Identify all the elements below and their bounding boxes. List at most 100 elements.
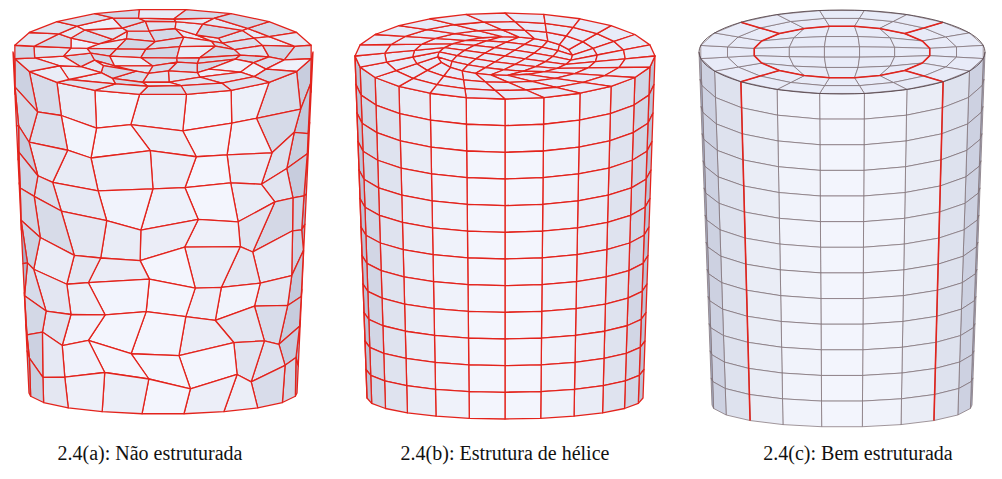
side-face <box>23 263 28 296</box>
side-face <box>821 247 864 273</box>
side-face <box>747 316 781 347</box>
side-face <box>863 321 903 349</box>
side-face <box>505 178 543 206</box>
side-face <box>821 324 863 350</box>
cap-face <box>573 19 611 34</box>
side-face <box>355 56 356 85</box>
cap-face <box>355 44 391 56</box>
cap-face <box>789 37 826 48</box>
side-face <box>575 358 604 389</box>
side-face <box>780 270 821 299</box>
side-face <box>431 120 467 151</box>
side-face <box>434 282 469 312</box>
side-face <box>934 389 959 421</box>
side-face <box>505 231 543 259</box>
side-face <box>294 84 310 134</box>
side-face <box>467 178 505 206</box>
separatrix-line <box>905 22 943 33</box>
side-face <box>371 375 386 408</box>
side-face <box>255 276 292 307</box>
separatrix-line <box>754 26 930 78</box>
side-face <box>713 382 727 415</box>
side-face <box>625 375 640 408</box>
side-face <box>544 93 580 124</box>
cap-face <box>57 80 116 91</box>
side-face <box>541 335 575 364</box>
cap-face <box>141 47 180 58</box>
cap-face <box>145 21 176 31</box>
side-face <box>65 372 105 411</box>
side-face <box>779 218 820 247</box>
side-face <box>43 377 68 408</box>
separatrix-line <box>741 82 750 421</box>
side-face <box>778 167 820 196</box>
side-face <box>862 399 901 427</box>
side-face <box>431 147 467 178</box>
side-face <box>27 351 31 396</box>
side-face <box>142 379 190 414</box>
side-face <box>467 151 505 179</box>
cap-face <box>860 47 895 57</box>
side-face <box>864 141 906 170</box>
side-face <box>783 399 822 427</box>
side-face <box>542 228 577 258</box>
side-face <box>576 304 606 335</box>
cap-face <box>824 47 859 57</box>
side-face <box>864 115 906 145</box>
side-face <box>863 347 903 375</box>
side-face <box>820 222 863 248</box>
side-face <box>822 401 863 427</box>
side-face <box>505 392 541 419</box>
side-face <box>432 174 468 204</box>
side-face <box>505 204 543 232</box>
side-face <box>466 98 505 126</box>
side-face <box>505 98 544 126</box>
side-face <box>864 89 907 119</box>
side-face <box>820 170 864 196</box>
side-face <box>543 147 579 178</box>
side-face <box>543 201 578 231</box>
cap-face <box>825 78 860 86</box>
cap-face <box>826 26 858 36</box>
side-face <box>748 342 782 373</box>
side-face <box>778 141 820 170</box>
side-face <box>430 93 466 124</box>
side-face <box>958 382 972 415</box>
side-face <box>709 324 712 355</box>
side-face <box>227 153 272 184</box>
cap-face <box>15 32 59 46</box>
side-face <box>821 350 863 376</box>
side-face <box>356 85 357 114</box>
side-face <box>781 296 821 325</box>
side-face <box>542 282 577 312</box>
side-face <box>505 151 543 179</box>
side-face <box>467 204 505 232</box>
side-face <box>62 340 105 377</box>
separatrix-line <box>934 82 943 421</box>
cap-face <box>284 45 311 60</box>
figure-caption: 2.4(b): Estrutura de hélice <box>340 441 670 465</box>
side-face <box>708 296 711 327</box>
side-face <box>710 351 713 382</box>
cap-face <box>858 37 895 48</box>
side-face <box>863 296 903 325</box>
cap-face <box>946 33 983 47</box>
side-face <box>21 220 27 263</box>
side-face <box>863 244 904 273</box>
side-face <box>357 113 358 142</box>
figure-caption: 2.4(a): Não estruturada <box>0 441 315 465</box>
side-face <box>862 373 901 401</box>
side-face <box>29 358 43 403</box>
separatrix-line <box>905 70 943 81</box>
side-face <box>467 231 505 259</box>
side-face <box>901 394 935 424</box>
cap-face <box>824 37 859 47</box>
side-face <box>505 258 542 286</box>
side-face <box>543 120 579 151</box>
cap-face <box>826 67 858 77</box>
side-face <box>778 115 820 145</box>
side-face <box>466 124 505 152</box>
side-face <box>405 331 435 362</box>
side-face <box>468 285 505 313</box>
